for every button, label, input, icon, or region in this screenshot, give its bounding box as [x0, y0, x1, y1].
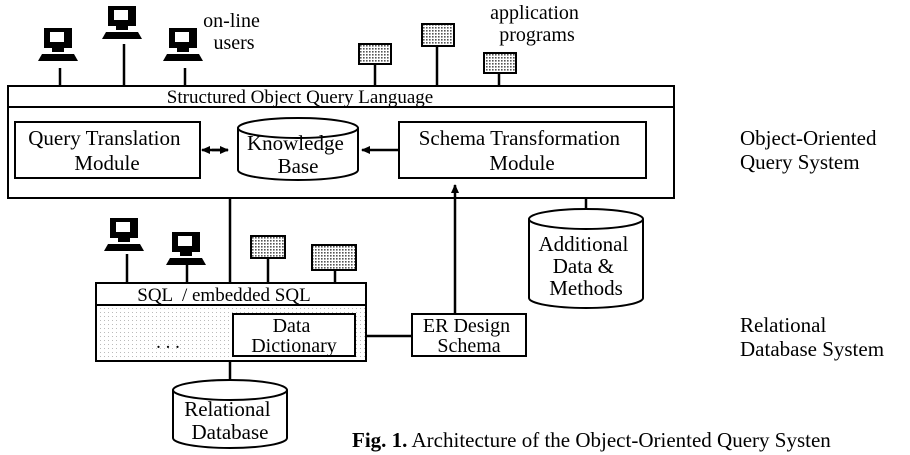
- relational-database-system-side-label: Relational Database System: [740, 313, 885, 361]
- top-connectors: [58, 44, 501, 86]
- sql-bar: [95, 282, 367, 306]
- online-user-terminal: [102, 6, 142, 39]
- sql-user-terminal: [104, 218, 144, 251]
- application-programs-label: application programs: [490, 2, 584, 46]
- sql-bar-label: SQL / embedded SQL: [137, 285, 310, 306]
- sql-program-box: [311, 244, 357, 271]
- er-design-schema-box: [411, 313, 527, 357]
- schema-transformation-module: [398, 121, 647, 179]
- additional-data-cylinder: [528, 208, 644, 309]
- query-translation-label: Query Translation Module: [28, 126, 186, 175]
- application-program-box: [483, 52, 517, 74]
- relational-database-cylinder: [172, 379, 288, 449]
- soql-bar-label: Structured Object Query Language: [167, 87, 433, 108]
- relational-database-label: Relational Database: [184, 397, 276, 444]
- application-program-box: [358, 43, 392, 65]
- figure-caption: Fig. 1. Architecture of the Object-Orien…: [352, 428, 831, 453]
- application-program-box: [421, 23, 455, 47]
- online-user-terminal: [163, 28, 203, 61]
- knowledge-base-label: Knowledge Base: [247, 131, 349, 178]
- sql-user-terminal: [166, 232, 206, 265]
- knowledge-base-cylinder: [237, 117, 359, 181]
- query-translation-module: [14, 121, 201, 179]
- additional-data-label: Additional Data & Methods: [538, 232, 633, 300]
- sql-program-box: [250, 235, 286, 259]
- oo-query-system-side-label: Object-Oriented Query System: [740, 126, 877, 174]
- online-user-terminal: [38, 28, 78, 61]
- figure-caption-text: Architecture of the Object-Oriented Quer…: [411, 428, 831, 452]
- er-design-schema-label: ER Design Schema: [423, 315, 515, 357]
- sql-connectors: [125, 254, 337, 283]
- schema-transformation-label: Schema Transformation Module: [419, 126, 625, 175]
- online-users-label: on-line users: [203, 10, 265, 54]
- data-dictionary-box: [232, 313, 356, 357]
- data-dictionary-label: Data Dictionary: [251, 315, 337, 357]
- figure-number: Fig. 1.: [352, 428, 408, 452]
- ellipsis-label: . . .: [156, 332, 180, 353]
